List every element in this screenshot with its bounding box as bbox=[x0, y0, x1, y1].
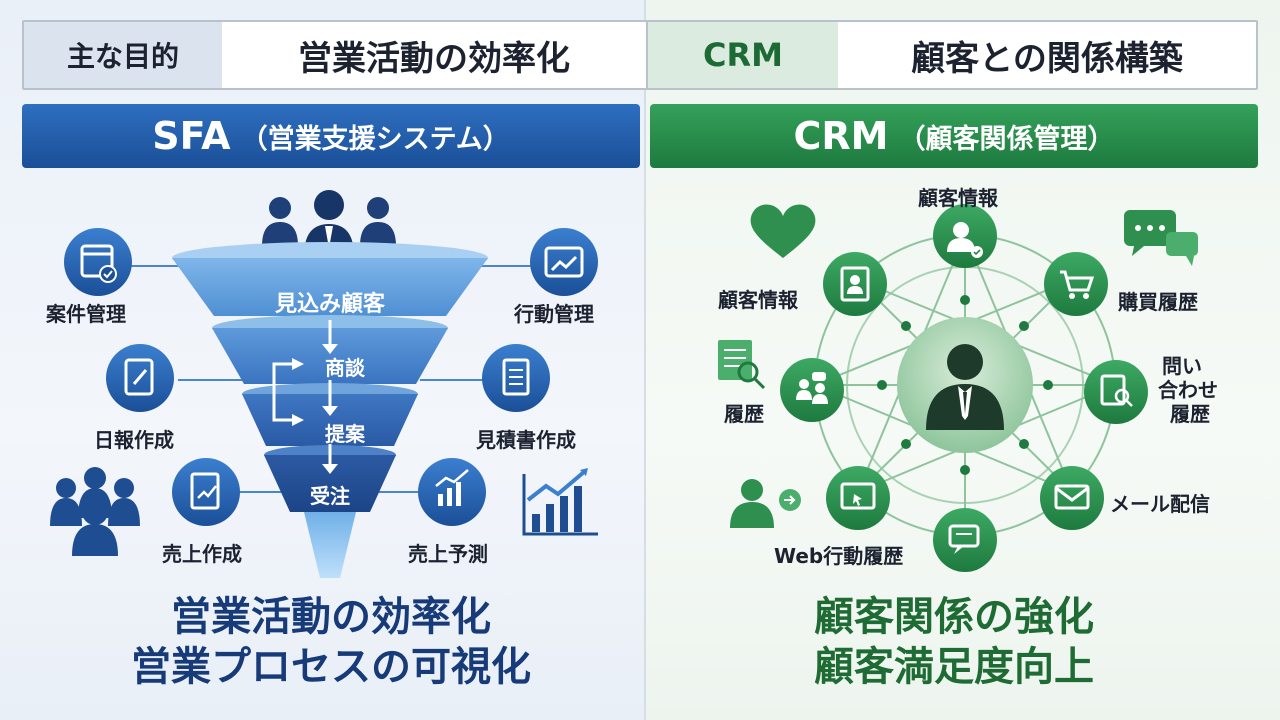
crm-summary-line1: 顧客関係の強化 bbox=[814, 594, 1094, 640]
sales-forecast-label: 売上予測 bbox=[408, 542, 488, 566]
funnel-stage-negotiation: 商談 bbox=[325, 356, 365, 380]
purpose-text-left: 営業活動の効率化 bbox=[298, 38, 570, 79]
address-book-icon bbox=[823, 252, 887, 316]
crm-inquiry-label-3: 履歴 bbox=[1170, 402, 1210, 426]
crm-title: CRM bbox=[793, 114, 889, 158]
funnel-stage-proposal: 提案 bbox=[325, 422, 365, 446]
purpose-text-right: 顧客との関係構築 bbox=[911, 38, 1183, 79]
case-mgmt-label: 案件管理 bbox=[46, 302, 126, 326]
crm-header: CRM （顧客関係管理） bbox=[650, 104, 1258, 168]
activity-mgmt-label: 行動管理 bbox=[514, 302, 594, 326]
crm-inquiry-label-2: 合わせ bbox=[1158, 378, 1218, 402]
crm-subtitle: （顧客関係管理） bbox=[898, 123, 1115, 155]
daily-report-label: 日報作成 bbox=[94, 428, 174, 452]
panel-divider bbox=[644, 0, 646, 720]
crm-mail-label: メール配信 bbox=[1110, 492, 1210, 516]
purpose-separator bbox=[646, 22, 648, 88]
heart-icon bbox=[750, 204, 816, 258]
inquiry-search-icon bbox=[1084, 360, 1148, 424]
crm-customer-info-left-label: 顧客情報 bbox=[718, 288, 798, 312]
document-search-icon bbox=[718, 340, 766, 390]
sfa-title: SFA bbox=[152, 114, 231, 158]
sfa-summary-line2: 営業プロセスの可視化 bbox=[131, 644, 531, 690]
history-people-icon bbox=[780, 358, 844, 422]
activity-mgmt-icon bbox=[530, 228, 598, 296]
web-browser-icon bbox=[826, 466, 890, 530]
chat-bubbles-icon bbox=[1124, 210, 1198, 266]
crm-summary: 顧客関係の強化 顧客満足度向上 bbox=[650, 592, 1258, 692]
crm-summary-line2: 顧客満足度向上 bbox=[814, 644, 1094, 690]
daily-report-icon bbox=[106, 344, 174, 412]
sales-forecast-icon bbox=[418, 458, 486, 526]
purpose-label-right: CRM bbox=[648, 22, 838, 88]
growth-chart-icon bbox=[522, 468, 598, 536]
sfa-subtitle: （営業支援システム） bbox=[240, 123, 510, 155]
funnel-stage-prospect: 見込み顧客 bbox=[274, 292, 386, 317]
sales-create-icon bbox=[172, 458, 240, 526]
crm-purchase-history-label: 購買履歴 bbox=[1118, 290, 1198, 314]
chat-message-icon bbox=[933, 508, 997, 572]
people-group-icon bbox=[50, 467, 140, 556]
sfa-summary: 営業活動の効率化 営業プロセスの可視化 bbox=[22, 592, 640, 692]
crm-network-dots bbox=[877, 295, 1053, 475]
user-share-icon bbox=[730, 479, 801, 528]
estimate-doc-icon bbox=[482, 344, 550, 412]
crm-inquiry-label-1: 問い bbox=[1162, 354, 1202, 378]
shopping-cart-icon bbox=[1044, 252, 1108, 316]
case-mgmt-icon bbox=[64, 228, 132, 296]
team-people-icon bbox=[262, 190, 396, 256]
customer-center-icon bbox=[897, 317, 1033, 453]
sales-funnel bbox=[172, 242, 488, 578]
estimate-label: 見積書作成 bbox=[476, 428, 576, 452]
crm-web-history-label: Web行動履歴 bbox=[774, 544, 904, 568]
crm-customer-info-top-label: 顧客情報 bbox=[918, 186, 998, 210]
purpose-label-left: 主な目的 bbox=[24, 22, 222, 88]
sfa-header: SFA （営業支援システム） bbox=[22, 104, 640, 168]
sfa-summary-line1: 営業活動の効率化 bbox=[171, 594, 491, 640]
mail-icon bbox=[1040, 466, 1104, 530]
funnel-stage-order: 受注 bbox=[310, 484, 350, 508]
purpose-bar: 主な目的 営業活動の効率化 CRM 顧客との関係構築 bbox=[22, 20, 1258, 90]
sales-create-label: 売上作成 bbox=[162, 542, 242, 566]
customer-info-top-icon bbox=[933, 204, 997, 268]
crm-history-label: 履歴 bbox=[724, 402, 764, 426]
